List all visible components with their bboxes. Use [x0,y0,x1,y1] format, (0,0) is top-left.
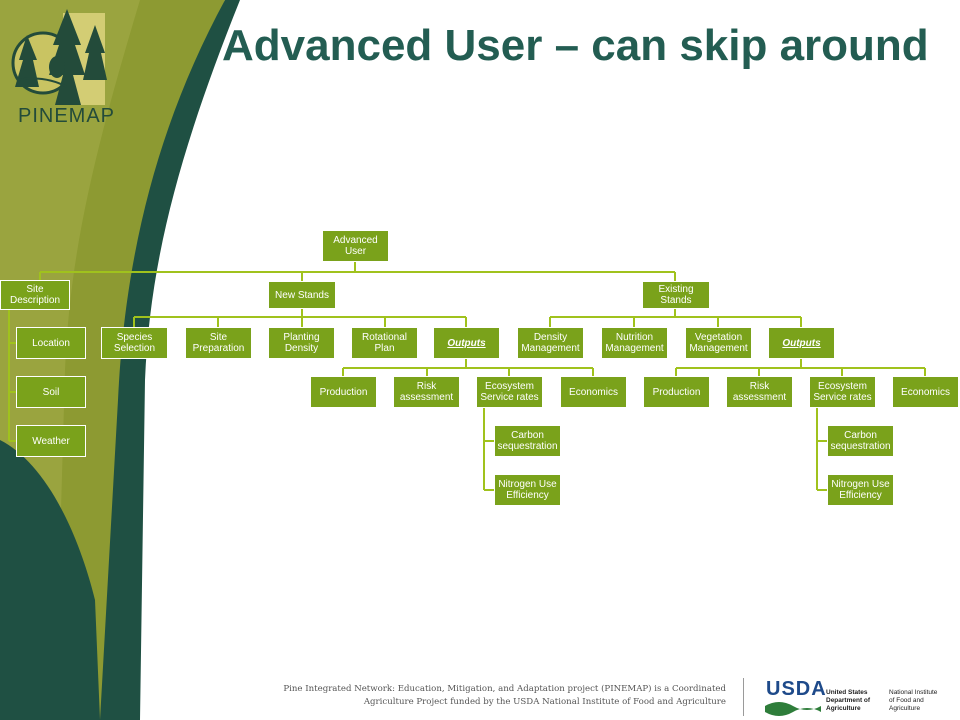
node-nutrition-management: Nutrition Management [601,327,668,359]
node-vegetation-management: Vegetation Management [685,327,752,359]
node-new-carbon-sequestration: Carbon sequestration [494,425,561,457]
node-planting-density: Planting Density [268,327,335,359]
dark-green-band [100,0,240,720]
footer-credit: Pine Integrated Network: Education, Miti… [200,683,726,709]
node-existing-outputs: Outputs [768,327,835,359]
node-species-selection: Species Selection [101,327,168,359]
node-site-preparation: Site Preparation [185,327,252,359]
pinemap-logo [11,9,107,105]
node-existing-economics: Economics [892,376,959,408]
node-site-description: Site Description [0,280,70,310]
node-existing-carbon-sequestration: Carbon sequestration [827,425,894,457]
dark-green-corner [0,440,100,720]
node-new-ecosystem-service-rates: Ecosystem Service rates [476,376,543,408]
node-existing-risk-assessment: Risk assessment [726,376,793,408]
node-location: Location [16,327,86,359]
page-title: Advanced User – can skip around [222,21,929,70]
node-existing-ecosystem-service-rates: Ecosystem Service rates [809,376,876,408]
usda-logo-icon [765,702,821,716]
node-new-nitrogen-use-efficiency: Nitrogen Use Efficiency [494,474,561,506]
node-soil: Soil [16,376,86,408]
node-new-stands: New Stands [268,281,336,309]
nifa-text: National Institute of Food and Agricultu… [889,689,938,712]
node-new-production: Production [310,376,377,408]
node-existing-stands: Existing Stands [642,281,710,309]
node-density-management: Density Management [517,327,584,359]
logo-wordmark: PINEMAP [18,105,116,127]
footer-line-2: Agriculture Project funded by the USDA N… [363,697,726,707]
node-new-outputs: Outputs [433,327,500,359]
node-advanced-user: Advanced User [322,230,389,262]
footer-line-1: Pine Integrated Network: Education, Miti… [283,684,726,694]
usda-department-text: United States Department of Agriculture [826,689,871,712]
footer-divider [743,678,744,716]
node-weather: Weather [16,425,86,457]
usda-wordmark: USDA [766,678,827,700]
node-new-economics: Economics [560,376,627,408]
node-new-risk-assessment: Risk assessment [393,376,460,408]
node-rotational-plan: Rotational Plan [351,327,418,359]
node-existing-production: Production [643,376,710,408]
node-existing-nitrogen-use-efficiency: Nitrogen Use Efficiency [827,474,894,506]
footer-background [200,672,960,720]
